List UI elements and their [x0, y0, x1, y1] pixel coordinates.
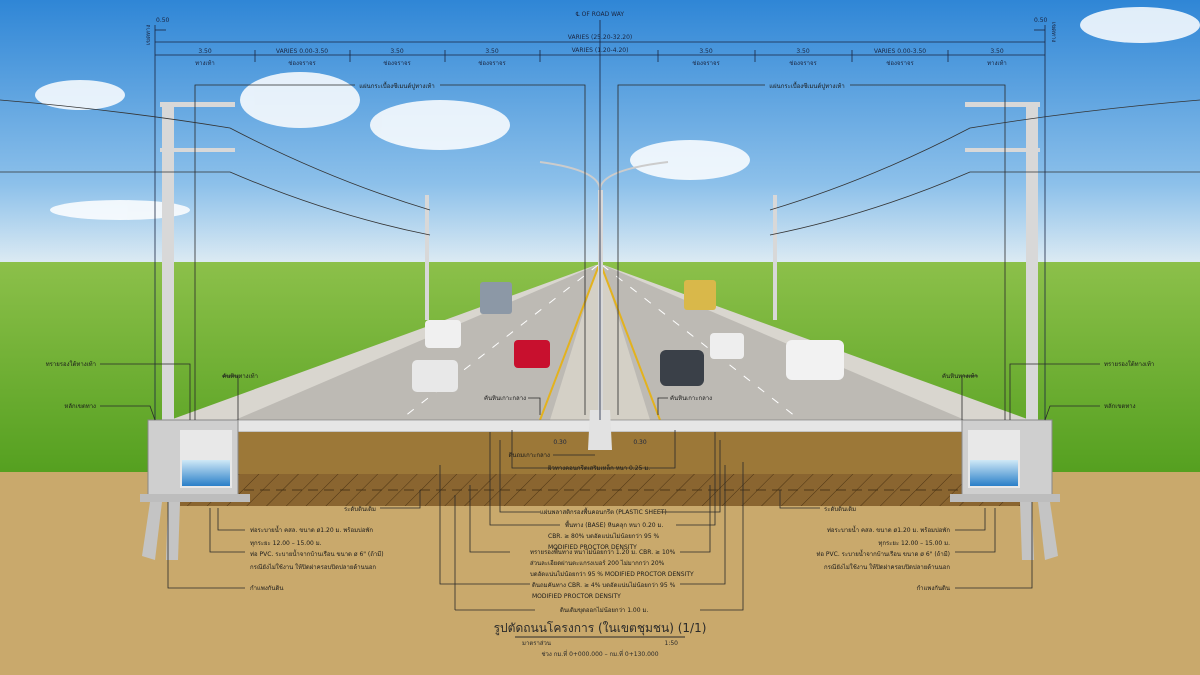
- svg-text:VARIES 0.00-3.50: VARIES 0.00-3.50: [874, 48, 926, 55]
- label-curb-right: คันหินทางเท้า: [942, 373, 978, 380]
- label-original-ground-right: ระดับดินเดิม: [824, 506, 856, 513]
- edge-width-left: 0.50: [156, 17, 170, 24]
- label-paving-tiles-left: แผ่นกระเบื้องซีเมนต์ปูทางเท้า: [359, 80, 434, 90]
- curb-offset-right: 0.30: [633, 439, 647, 446]
- label-pvc-left-1: ท่อ PVC. ระบายน้ำจากบ้านเรือน ขนาด ø 6" …: [250, 548, 384, 558]
- leader-lines: [100, 84, 1100, 611]
- drain-box-right: [950, 419, 1060, 560]
- label-concrete-surface: ผิวทางคอนกรีตเสริมเหล็ก หนา 0.25 ม.: [548, 463, 651, 472]
- label-base-1: พื้นทาง (BASE) หินคลุก หนา 0.20 ม.: [565, 519, 664, 529]
- label-drain-left-2: ทุกระยะ 12.00 – 15.00 ม.: [250, 540, 322, 547]
- label-pvc-right-2: กรณียังไม่ใช้งาน ให้ปิดฝาครอบปิดปลายด้าน…: [824, 563, 950, 571]
- utility-poles: [160, 102, 1040, 492]
- svg-text:ช่องจราจร: ช่องจราจร: [886, 60, 914, 67]
- svg-text:3.50: 3.50: [990, 48, 1004, 55]
- left-segments: 3.50 ทางเท้า VARIES 0.00-3.50 ช่องจราจร 3.…: [195, 48, 506, 67]
- label-paving-tiles-right: แผ่นกระเบื้องซีเมนต์ปูทางเท้า: [769, 80, 844, 90]
- label-pvc-right-1: ท่อ PVC. ระบายน้ำจากบ้านเรือน ขนาด ø 6" …: [816, 548, 950, 558]
- svg-text:3.50: 3.50: [485, 48, 499, 55]
- label-sand-bed-right: ทรายรองใต้ทางเท้า: [1104, 360, 1154, 368]
- label-curb-left: คันหินทางเท้า: [222, 373, 258, 380]
- label-subbase-2: ส่วนละเอียดผ่านตะแกรงเบอร์ 200 ไม่มากกว่…: [530, 559, 665, 567]
- label-pvc-left-2: กรณียังไม่ใช้งาน ให้ปิดฝาครอบปิดปลายด้าน…: [250, 563, 376, 571]
- svg-text:ช่องจราจร: ช่องจราจร: [288, 60, 316, 67]
- label-subbase-1: ทรายรองพื้นทาง หนาไม่น้อยกว่า 1.20 ม. CB…: [530, 546, 676, 556]
- label-plastic-sheet: แผ่นพลาสติกรองพื้นคอนกรีต (PLASTIC SHEET…: [540, 506, 667, 516]
- label-median-fill: ดินถมเกาะกลาง: [508, 452, 550, 459]
- svg-text:ช่องจราจร: ช่องจราจร: [789, 60, 817, 67]
- svg-text:ช่องจราจร: ช่องจราจร: [692, 60, 720, 67]
- svg-text:ช่องจราจร: ช่องจราจร: [478, 60, 506, 67]
- curb-offset-left: 0.30: [553, 439, 567, 446]
- label-excavation: ดินเดิมขุดออกไม่น้อยกว่า 1.00 ม.: [560, 606, 649, 614]
- label-original-ground-left: ระดับดินเดิม: [344, 506, 376, 513]
- dimension-lines: [154, 20, 1046, 420]
- drawing-title: รูปตัดถนนโครงการ (ในเขตชุมชน) (1/1): [494, 621, 707, 636]
- svg-text:ทางเท้า: ทางเท้า: [195, 60, 215, 67]
- svg-text:ช่องจราจร: ช่องจราจร: [383, 60, 411, 67]
- centerline-label: ℄ OF ROAD WAY: [576, 11, 625, 18]
- label-base-2: CBR. ≥ 80% บดอัดแน่นไม่น้อยกว่า 95 %: [548, 532, 660, 540]
- label-boundary-post-right: หลักเขตทาง: [1104, 403, 1136, 410]
- label-boundary-post-left: หลักเขตทาง: [64, 403, 96, 410]
- label-median-curb-left: คันหินเกาะกลาง: [484, 395, 526, 402]
- median-width: VARIES (1.20-4.20): [572, 47, 629, 54]
- label-subgrade-1: ดินถมคันทาง CBR. ≥ 4% บดอัดแน่นไม่น้อยกว…: [532, 581, 676, 589]
- label-drain-left-1: ท่อระบายน้ำ คสล. ขนาด ø1.20 ม. พร้อมบ่อพ…: [250, 524, 373, 534]
- vehicles: [412, 280, 844, 392]
- label-subbase-3: บดอัดแน่นไม่น้อยกว่า 95 % MODIFIED PROCT…: [530, 570, 694, 578]
- label-base-3: MODIFIED PROCTOR DENSITY: [548, 544, 637, 551]
- svg-text:3.50: 3.50: [796, 48, 810, 55]
- scale-value: 1:50: [665, 640, 679, 647]
- label-sand-bed-left: ทรายรองใต้ทางเท้า: [46, 360, 96, 368]
- right-segments: 3.50 ช่องจราจร 3.50 ช่องจราจร VARIES 0.00-…: [692, 48, 1007, 67]
- svg-text:VARIES 0.00-3.50: VARIES 0.00-3.50: [276, 48, 328, 55]
- label-subgrade-2: MODIFIED PROCTOR DENSITY: [532, 593, 621, 600]
- row-label-left: เขตทาง: [145, 25, 152, 45]
- total-width: VARIES (25.20-32.20): [568, 34, 632, 41]
- label-wall-left: กำแพงกันดิน: [250, 585, 284, 592]
- label-median-curb-right: คันหินเกาะกลาง: [670, 395, 712, 402]
- row-label-right: เขตทาง: [1050, 22, 1057, 42]
- scale-label: มาตราส่วน: [522, 640, 551, 647]
- drain-box-left: [140, 419, 250, 560]
- label-drain-right-2: ทุกระยะ 12.00 – 15.00 ม.: [878, 540, 950, 547]
- label-wall-right: กำแพงกันดิน: [917, 585, 951, 592]
- station-range: ช่วง กม.ที่ 0+000.000 – กม.ที่ 0+130.000: [541, 650, 658, 658]
- label-drain-right-1: ท่อระบายน้ำ คสล. ขนาด ø1.20 ม. พร้อมบ่อพ…: [827, 524, 950, 534]
- power-lines: [0, 99, 1200, 236]
- svg-text:3.50: 3.50: [198, 48, 212, 55]
- svg-text:ทางเท้า: ทางเท้า: [987, 60, 1007, 67]
- edge-width-right: 0.50: [1034, 17, 1048, 24]
- svg-text:3.50: 3.50: [699, 48, 713, 55]
- median-barrier: [588, 410, 612, 450]
- svg-text:3.50: 3.50: [390, 48, 404, 55]
